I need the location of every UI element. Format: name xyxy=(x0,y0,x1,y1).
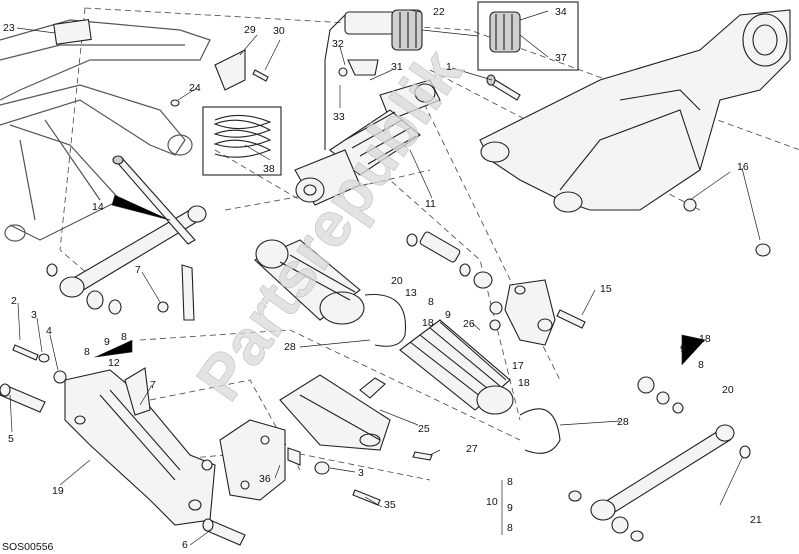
callout-35: 35 xyxy=(384,499,396,511)
spacers-bushings xyxy=(46,231,684,414)
callout-28a: 28 xyxy=(284,341,296,353)
callout-24: 24 xyxy=(189,82,201,94)
callout-22: 22 xyxy=(433,6,445,18)
linkage-rod-lower xyxy=(568,424,751,542)
callout-16: 16 xyxy=(737,161,749,173)
callout-18b: 18 xyxy=(518,377,530,389)
linkage-rod-upper xyxy=(59,155,207,298)
callout-11: 11 xyxy=(425,198,436,210)
callout-8e: 8 xyxy=(507,476,513,488)
rear-frame xyxy=(0,18,211,242)
callout-8b: 8 xyxy=(121,331,127,343)
callout-4: 4 xyxy=(46,325,52,337)
callout-7a: 7 xyxy=(135,264,141,276)
callout-15: 15 xyxy=(600,283,612,295)
callout-32: 32 xyxy=(332,38,344,50)
callout-10: 10 xyxy=(486,496,498,508)
pins-dowels xyxy=(0,344,246,546)
callout-7b: 7 xyxy=(150,379,156,391)
callout-1: 1 xyxy=(446,61,452,73)
callout-2: 2 xyxy=(11,295,17,307)
callout-14: 14 xyxy=(92,201,104,213)
callout-12: 12 xyxy=(108,357,120,369)
callout-9b: 9 xyxy=(445,309,451,321)
callout-17: 17 xyxy=(512,360,524,372)
callout-9d: 9 xyxy=(507,502,513,514)
callout-8c: 8 xyxy=(428,296,434,308)
callout-33: 33 xyxy=(333,111,345,123)
callout-leaders xyxy=(9,9,761,546)
bellows-cover xyxy=(399,319,561,454)
callout-19: 19 xyxy=(52,485,64,497)
preload-adjuster xyxy=(344,1,579,71)
shock-absorber xyxy=(294,14,441,206)
callout-8f: 8 xyxy=(507,522,513,534)
callout-20a: 20 xyxy=(391,275,403,287)
callout-8d: 8 xyxy=(698,359,704,371)
callout-18c: 18 xyxy=(699,333,711,345)
callout-9a: 9 xyxy=(104,336,110,348)
callout-20b: 20 xyxy=(722,384,734,396)
swingarm xyxy=(479,9,791,213)
callout-36: 36 xyxy=(259,473,271,485)
callout-30: 30 xyxy=(273,25,285,37)
shock-protective-boot xyxy=(254,239,407,347)
callout-8a: 8 xyxy=(84,346,90,358)
callout-13: 13 xyxy=(405,287,417,299)
shock-spring xyxy=(202,106,282,176)
mud-guard xyxy=(279,374,391,451)
callout-31: 31 xyxy=(391,61,403,73)
callout-23: 23 xyxy=(3,22,15,34)
footrest-plate xyxy=(219,419,286,501)
callout-25: 25 xyxy=(418,423,430,435)
callout-27: 27 xyxy=(466,443,478,455)
callout-labels: 1 2 3 3 4 5 6 7 7 8 8 8 8 8 8 9 9 9 9 10… xyxy=(3,6,762,551)
callout-26: 26 xyxy=(463,318,475,330)
callout-3b: 3 xyxy=(358,467,364,479)
callout-21: 21 xyxy=(750,514,762,526)
diagram-code: SOS00556 xyxy=(2,541,54,553)
callout-18a: 18 xyxy=(422,317,434,329)
callout-9c: 9 xyxy=(680,343,686,355)
callout-5: 5 xyxy=(8,433,14,445)
linkage-rocker xyxy=(504,279,586,346)
swingarm-bolt xyxy=(486,74,521,101)
callout-37: 37 xyxy=(555,52,567,64)
callout-29: 29 xyxy=(244,24,256,36)
callout-6: 6 xyxy=(182,539,188,551)
callout-28b: 28 xyxy=(617,416,629,428)
callout-3: 3 xyxy=(31,309,37,321)
callout-34: 34 xyxy=(555,6,567,18)
callout-38: 38 xyxy=(263,163,275,175)
